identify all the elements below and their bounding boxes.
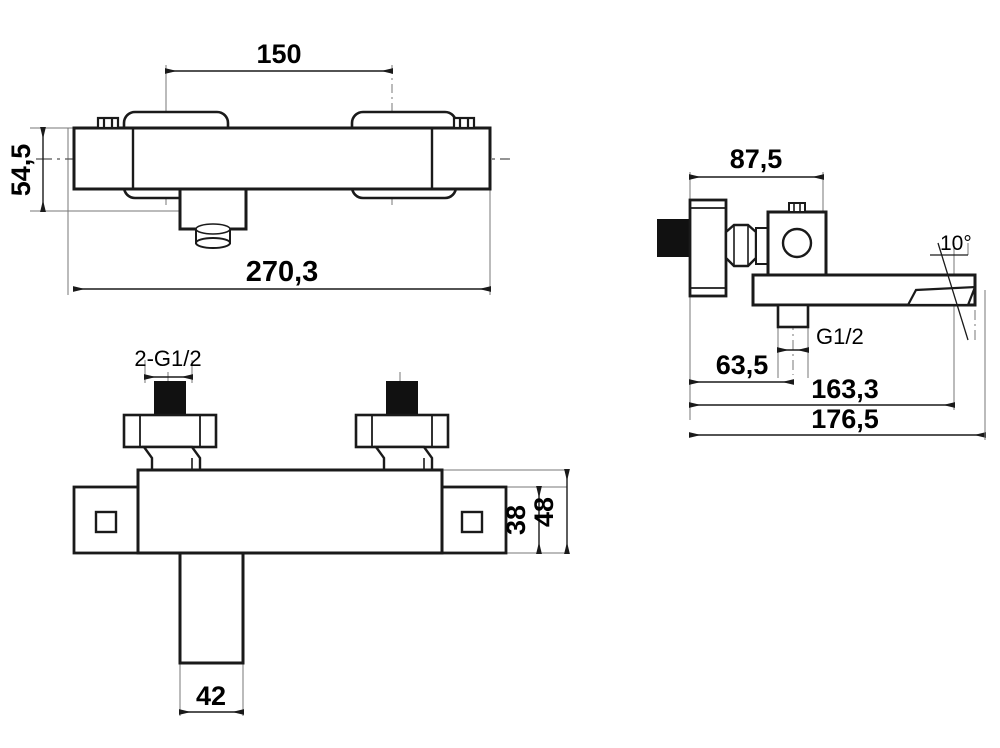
hex-nut-side (724, 223, 758, 268)
view-front-elevation: 2-G1/2 38 48 42 (72, 346, 570, 716)
spout-downpipe (178, 551, 245, 665)
outlet-boss-side (776, 303, 810, 329)
view-top-plan: 150 54,5 270,3 (6, 39, 510, 295)
dimension-63-5: 63,5 (689, 350, 794, 385)
dimension-163-3-label: 163,3 (811, 374, 879, 404)
dimension-176-5: 176,5 (689, 404, 986, 438)
handle-right-square-detail (460, 510, 484, 534)
dimension-42: 42 (179, 681, 244, 715)
dimension-150-label: 150 (256, 39, 301, 69)
escutcheon-right (354, 413, 450, 449)
view-side-elevation: 87,5 G1/2 63,5 163,3 176,5 (657, 144, 986, 440)
dimension-63-5-label: 63,5 (716, 350, 769, 380)
dimension-270-3: 270,3 (73, 256, 491, 292)
spout-tip-chamfer (906, 285, 977, 307)
escutcheon-left (122, 413, 218, 449)
handle-left-square-detail (94, 510, 118, 534)
handle-right-front (438, 485, 508, 555)
threaded-inlet-side (657, 219, 693, 257)
spout-boss-top-view (178, 187, 248, 249)
valve-top-screw (788, 202, 806, 213)
dimension-87-5-label: 87,5 (730, 144, 783, 174)
dimension-2-G1-2: 2-G1/2 (134, 346, 202, 380)
dimension-150: 150 (165, 39, 393, 74)
escutcheon-side (688, 198, 728, 298)
threaded-nipple-right (386, 381, 418, 416)
angle-leader-line (937, 242, 969, 341)
dimension-G1-2-label: G1/2 (816, 324, 864, 349)
dimension-10-deg: 10° (930, 232, 972, 256)
dimension-38-label: 38 (501, 505, 531, 535)
inlet-tab-right (452, 116, 476, 130)
dimension-10-deg-label: 10° (940, 232, 972, 255)
dimension-163-3: 163,3 (689, 374, 955, 408)
dimension-270-3-label: 270,3 (246, 256, 319, 288)
dimension-2-G1-2-label: 2-G1/2 (134, 346, 201, 371)
dimension-87-5: 87,5 (689, 144, 824, 180)
mixer-body-front (136, 468, 444, 555)
inlet-tab-left (96, 116, 120, 130)
collar-side (755, 227, 769, 265)
dimension-38: 38 (501, 486, 542, 554)
dimension-42-label: 42 (196, 681, 226, 711)
threaded-nipple-left (154, 381, 186, 416)
valve-port-circle (781, 227, 813, 259)
dimension-48-label: 48 (529, 497, 559, 527)
mixer-body-bar (72, 126, 492, 191)
dimension-176-5-label: 176,5 (811, 404, 879, 434)
dimension-54-5: 54,5 (6, 127, 46, 212)
dimension-G1-2: G1/2 (777, 324, 864, 353)
dimension-48: 48 (529, 469, 570, 554)
dimension-54-5-label: 54,5 (6, 144, 36, 197)
handle-left-front (72, 485, 142, 555)
